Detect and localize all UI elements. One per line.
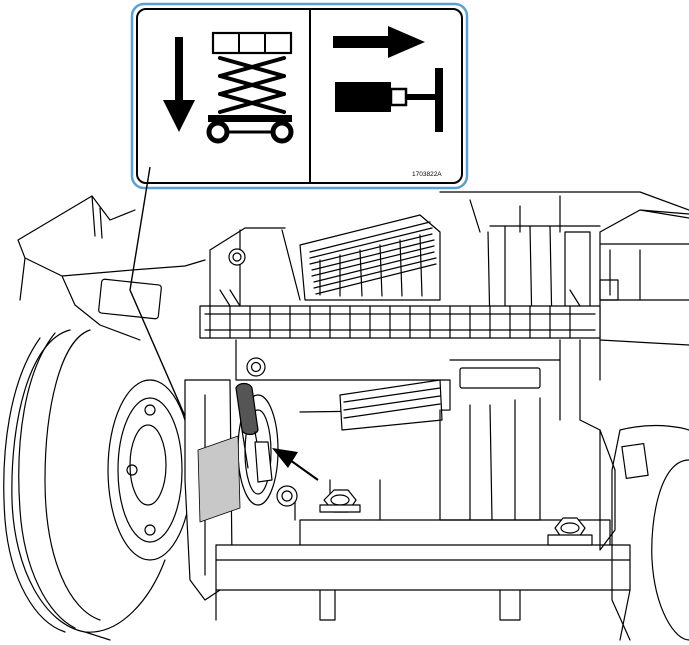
release-lever: [235, 382, 263, 471]
scissor-lift-icon: [206, 31, 294, 144]
wheel: [3, 329, 193, 641]
wheel-hub: [107, 379, 193, 561]
bolt-housing: [246, 357, 266, 377]
right-cylinder: [611, 424, 689, 641]
left-frame-outline: [17, 195, 206, 341]
finned-block: [299, 214, 441, 301]
nut-center: [319, 489, 361, 513]
decal-patch: [197, 435, 241, 523]
decal-inset: 1703822A: [130, 2, 469, 190]
bolt-lower-left: [276, 485, 298, 507]
right-arrow-icon: [333, 26, 425, 58]
piston-plunger-icon: [335, 68, 443, 132]
pointer-arrow-icon: [272, 448, 319, 481]
bolt-upper-left: [228, 248, 246, 266]
decal-part-number: 1703822A: [412, 171, 442, 178]
frame-slot: [98, 278, 162, 320]
nut-right: [547, 517, 593, 546]
toothed-rail: [199, 289, 601, 339]
down-arrow-icon: [163, 37, 195, 132]
chassis-drawing: [3, 191, 689, 641]
